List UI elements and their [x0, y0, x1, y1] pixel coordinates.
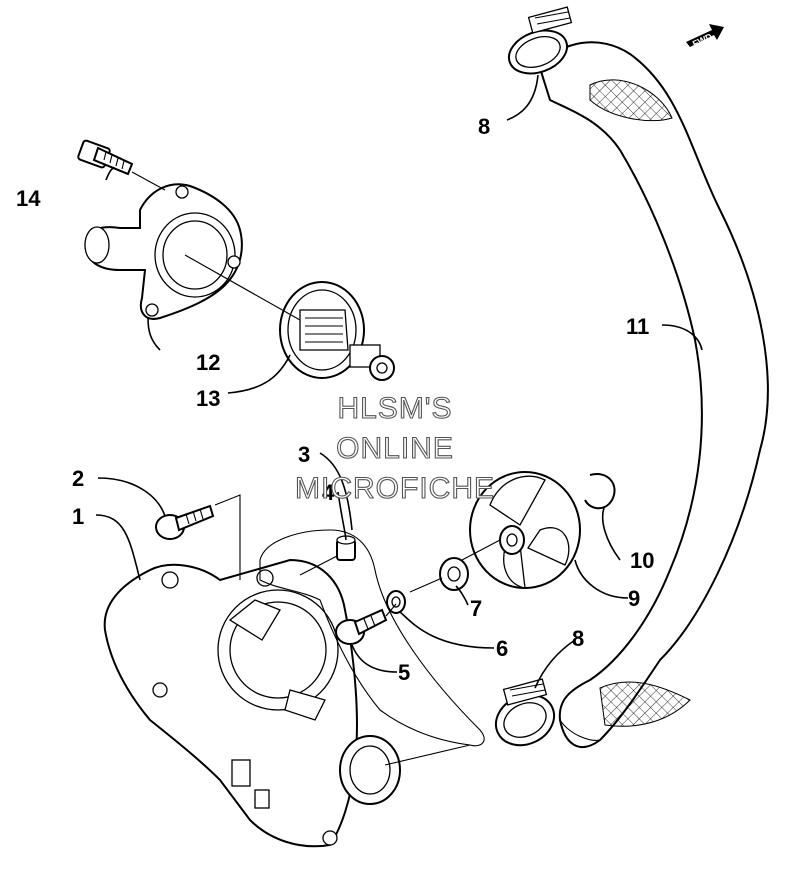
hose-clamp-bottom	[494, 678, 556, 747]
callout-7: 7	[470, 596, 482, 621]
thermostat	[279, 281, 395, 381]
callout-1: 1	[72, 504, 84, 529]
callout-8-top: 8	[478, 114, 490, 139]
bolt-14	[77, 139, 134, 176]
callout-6: 6	[496, 636, 508, 661]
gasket	[259, 529, 485, 747]
watermark: HLSM'S ONLINE MICROFICHE	[294, 391, 495, 505]
watermark-line-2: ONLINE	[336, 432, 454, 465]
seal	[439, 557, 469, 591]
callout-10: 10	[630, 548, 654, 573]
bolt-5	[335, 608, 388, 645]
hose-clamp-top	[507, 6, 573, 75]
callout-13: 13	[196, 386, 220, 411]
callout-8-bottom: 8	[572, 626, 584, 651]
washer	[386, 590, 406, 614]
callout-4: 4	[322, 480, 335, 505]
watermark-line-3: MICROFICHE	[295, 472, 495, 505]
callout-12: 12	[196, 350, 220, 375]
coolant-hose	[538, 41, 769, 749]
callout-3: 3	[298, 442, 310, 467]
leader-lines	[95, 74, 703, 766]
callout-5: 5	[398, 660, 410, 685]
callout-14: 14	[16, 186, 41, 211]
thermostat-housing	[84, 183, 243, 320]
watermark-line-1: HLSM'S	[337, 392, 452, 425]
forward-arrow-icon: FWD	[686, 24, 724, 49]
bolt-2	[155, 504, 215, 540]
callout-9: 9	[628, 586, 640, 611]
callout-2: 2	[72, 466, 84, 491]
circlip	[584, 473, 616, 510]
callout-11: 11	[626, 314, 649, 339]
impeller	[469, 471, 581, 589]
water-pump-housing	[103, 558, 401, 848]
